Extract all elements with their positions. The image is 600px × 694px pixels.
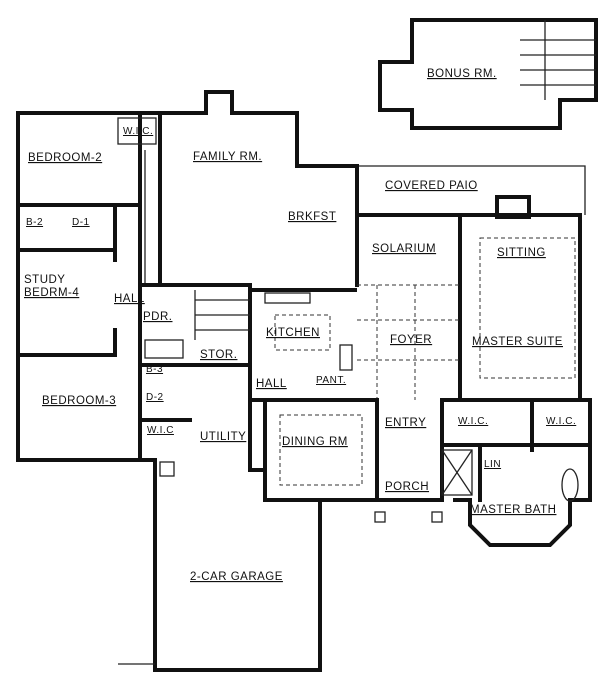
room-label-kitchen: KITCHEN (266, 327, 320, 339)
room-label-bedrm-4: BEDRM-4 (24, 287, 79, 299)
room-label-study: STUDY (24, 274, 65, 286)
room-label-b2: B-2 (26, 217, 43, 228)
room-labels: BONUS RM. W.I.C. BEDROOM-2 FAMILY RM. CO… (24, 68, 576, 583)
room-label-bedroom-3: BEDROOM-3 (42, 395, 116, 407)
room-label-hall-2: HALL (256, 378, 287, 390)
room-label-garage: 2-CAR GARAGE (190, 571, 283, 583)
room-label-foyer: FOYER (390, 334, 432, 346)
room-label-pdr: PDR. (143, 311, 172, 323)
room-label-utility: UTILITY (200, 431, 246, 443)
room-label-family: FAMILY RM. (193, 151, 262, 163)
room-label-brkfst: BRKFST (288, 211, 336, 223)
room-label-covered-patio: COVERED PAIO (385, 180, 478, 192)
room-label-bonus: BONUS RM. (427, 68, 497, 80)
room-label-bedroom-2: BEDROOM-2 (28, 152, 102, 164)
room-label-dining: DINING RM (282, 436, 348, 448)
room-label-solarium: SOLARIUM (372, 243, 436, 255)
room-label-wic-master-1: W.I.C. (458, 416, 488, 427)
room-label-pant: PANT. (316, 375, 346, 386)
room-label-wic-master-2: W.I.C. (546, 416, 576, 427)
room-label-d1: D-1 (72, 217, 90, 228)
walls (16, 18, 598, 672)
room-label-sitting: SITTING (497, 247, 546, 259)
room-label-stor: STOR. (200, 349, 237, 361)
room-label-master-suite: MASTER SUITE (472, 336, 563, 348)
room-label-d2: D-2 (146, 392, 164, 403)
room-label-lin: LIN (484, 459, 501, 470)
room-label-hall: HALL (114, 293, 145, 305)
room-label-master-bath: MASTER BATH (470, 504, 556, 516)
room-label-wic: W.I.C. (123, 126, 153, 137)
room-label-b3: B-3 (146, 364, 163, 375)
room-label-wic-left: W.I.C (147, 425, 174, 436)
room-label-porch: PORCH (385, 481, 429, 493)
room-label-entry: ENTRY (385, 417, 426, 429)
